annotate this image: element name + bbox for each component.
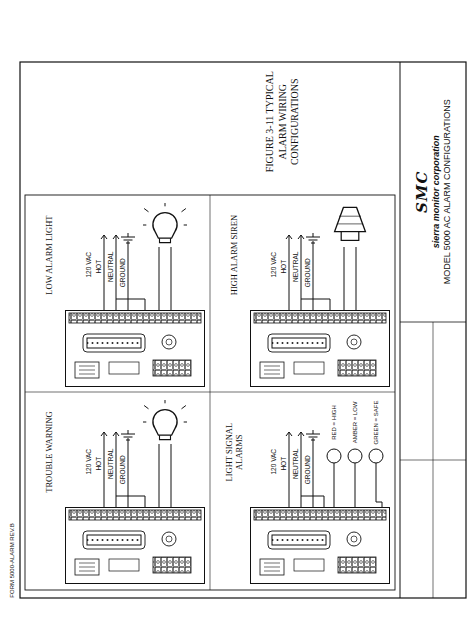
wire-label: NEUTRAL [107,444,114,484]
drawing-frame [20,62,466,598]
wire-label: GROUND [119,253,126,293]
figure-title: FIGURE 3-11 TYPICAL ALARM WIRING CONFIGU… [264,62,302,182]
wire-label: GROUND [304,450,311,490]
wire-label: NEUTRAL [292,444,299,484]
wire-label: HOT [95,249,102,285]
supply-label: 120 VAC [85,440,92,484]
lamp-label: AMBER = LOW [352,398,359,446]
lamp-label: RED = HIGH [331,398,338,446]
company-logo: SMC [413,71,431,313]
form-number: FORM 5000-ALARM REV.B [9,515,16,605]
lamp-label: GREEN = SAFE [373,398,380,446]
title-block: SMCsierra monitor corporationMODEL 5000 … [409,67,457,317]
wire-label: HOT [280,249,287,285]
company-name: sierra monitor corporation [431,71,442,313]
wire-label: GROUND [119,450,126,490]
wire-label: GROUND [304,253,311,293]
wire-label: HOT [280,446,287,482]
quadrant-wiring [66,203,390,584]
configuration-label: LIGHT SIGNAL ALARMS [224,407,244,497]
wire-label: NEUTRAL [292,247,299,287]
configuration-label: HIGH ALARM SIREN [229,210,239,300]
wire-label: NEUTRAL [107,247,114,287]
supply-label: 120 VAC [85,243,92,287]
supply-label: 120 VAC [270,243,277,287]
configuration-label: TROUBLE WARNING [44,407,54,497]
wire-label: HOT [95,446,102,482]
configuration-label: LOW ALARM LIGHT [44,210,54,300]
supply-label: 120 VAC [270,440,277,484]
drawing-title: MODEL 5000 AC ALARM CONFIGURATIONS [442,71,453,313]
